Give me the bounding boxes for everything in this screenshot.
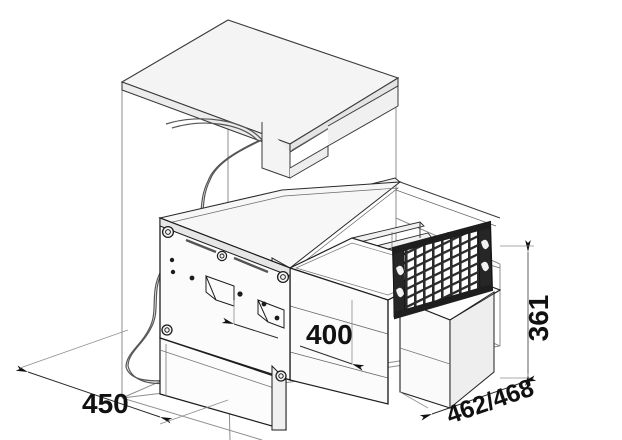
dimension-label-450: 450 — [82, 388, 129, 419]
dimension-depth-450: 450 — [15, 329, 229, 425]
dimension-height-361: 361 — [500, 240, 554, 386]
perforated-lattice-panel — [391, 220, 494, 320]
front-mounting-bracket-panel — [159, 217, 291, 431]
dimension-label-400: 400 — [306, 319, 353, 350]
dimension-width-400: 400 — [221, 300, 365, 371]
cabinet-countertop — [120, 19, 400, 179]
dimension-label-361: 361 — [523, 295, 554, 342]
